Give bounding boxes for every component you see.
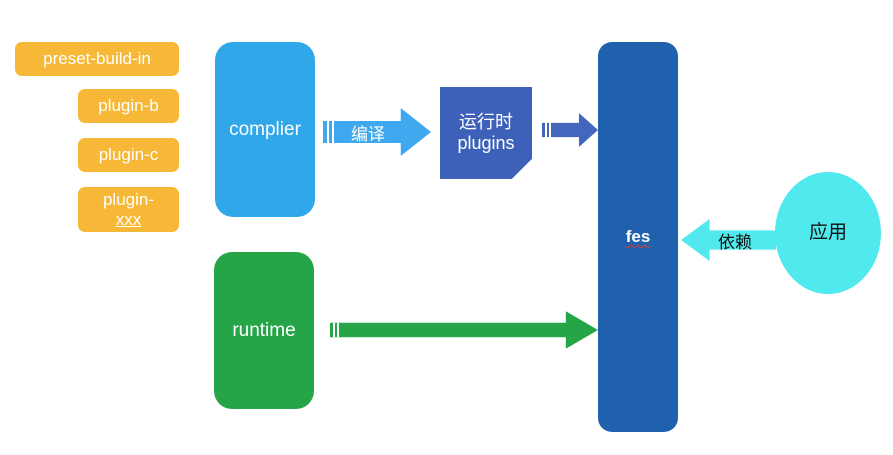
runtime-to-fes-arrow — [330, 310, 598, 350]
page-fold-corner-icon — [512, 159, 532, 179]
fes-box[interactable]: fes — [598, 42, 678, 432]
complier-box[interactable]: complier — [215, 42, 315, 217]
depend-arrow: 依赖 — [681, 219, 776, 261]
runtime-plugins-note[interactable]: 运行时 plugins — [440, 87, 532, 179]
plugin-chip-plugin-c[interactable]: plugin-c — [78, 138, 179, 172]
runtime-to-fes-arrow-tail-stripe-2 — [337, 323, 339, 337]
plugin-chip-label: preset-build-in — [43, 49, 151, 69]
compile-arrow: 编译 — [323, 108, 431, 156]
runtime-box[interactable]: runtime — [214, 252, 314, 409]
application-ellipse[interactable]: 应用 — [775, 172, 881, 294]
runtime-plugins-note-line1: 运行时 — [458, 112, 513, 133]
plugin-chip-label-line1: plugin- — [102, 189, 155, 209]
compile-arrow-tail-stripe-2 — [332, 121, 334, 143]
complier-label: complier — [229, 118, 301, 140]
depend-arrow-label: 依赖 — [718, 232, 752, 252]
compile-arrow-tail-stripe-1 — [327, 121, 329, 143]
application-label: 应用 — [808, 222, 847, 244]
plugins-to-fes-arrow-tail-stripe-2 — [549, 122, 551, 138]
plugin-chip-label: plugin-c — [98, 145, 159, 165]
plugin-chip-label-line2: xxx — [115, 209, 142, 229]
plugin-chip-plugin-b[interactable]: plugin-b — [78, 89, 179, 123]
runtime-to-fes-arrow-tail-stripe-1 — [333, 323, 335, 337]
runtime-to-fes-arrow-shape — [330, 311, 598, 349]
runtime-label: runtime — [232, 319, 296, 341]
fes-label: fes — [625, 227, 651, 247]
plugin-chip-plugin-xxx[interactable]: plugin- xxx — [78, 187, 179, 232]
plugin-chip-label-wrapper: plugin- xxx — [103, 190, 154, 229]
plugin-chip-label: plugin-b — [98, 96, 159, 116]
plugins-to-fes-arrow — [542, 113, 598, 147]
plugin-chip-preset-build-in[interactable]: preset-build-in — [15, 42, 179, 76]
plugins-to-fes-arrow-tail-stripe-1 — [545, 122, 547, 138]
runtime-plugins-note-text: 运行时 plugins — [457, 112, 514, 153]
runtime-plugins-note-line2: plugins — [457, 133, 515, 153]
compile-arrow-label: 编译 — [351, 124, 385, 144]
